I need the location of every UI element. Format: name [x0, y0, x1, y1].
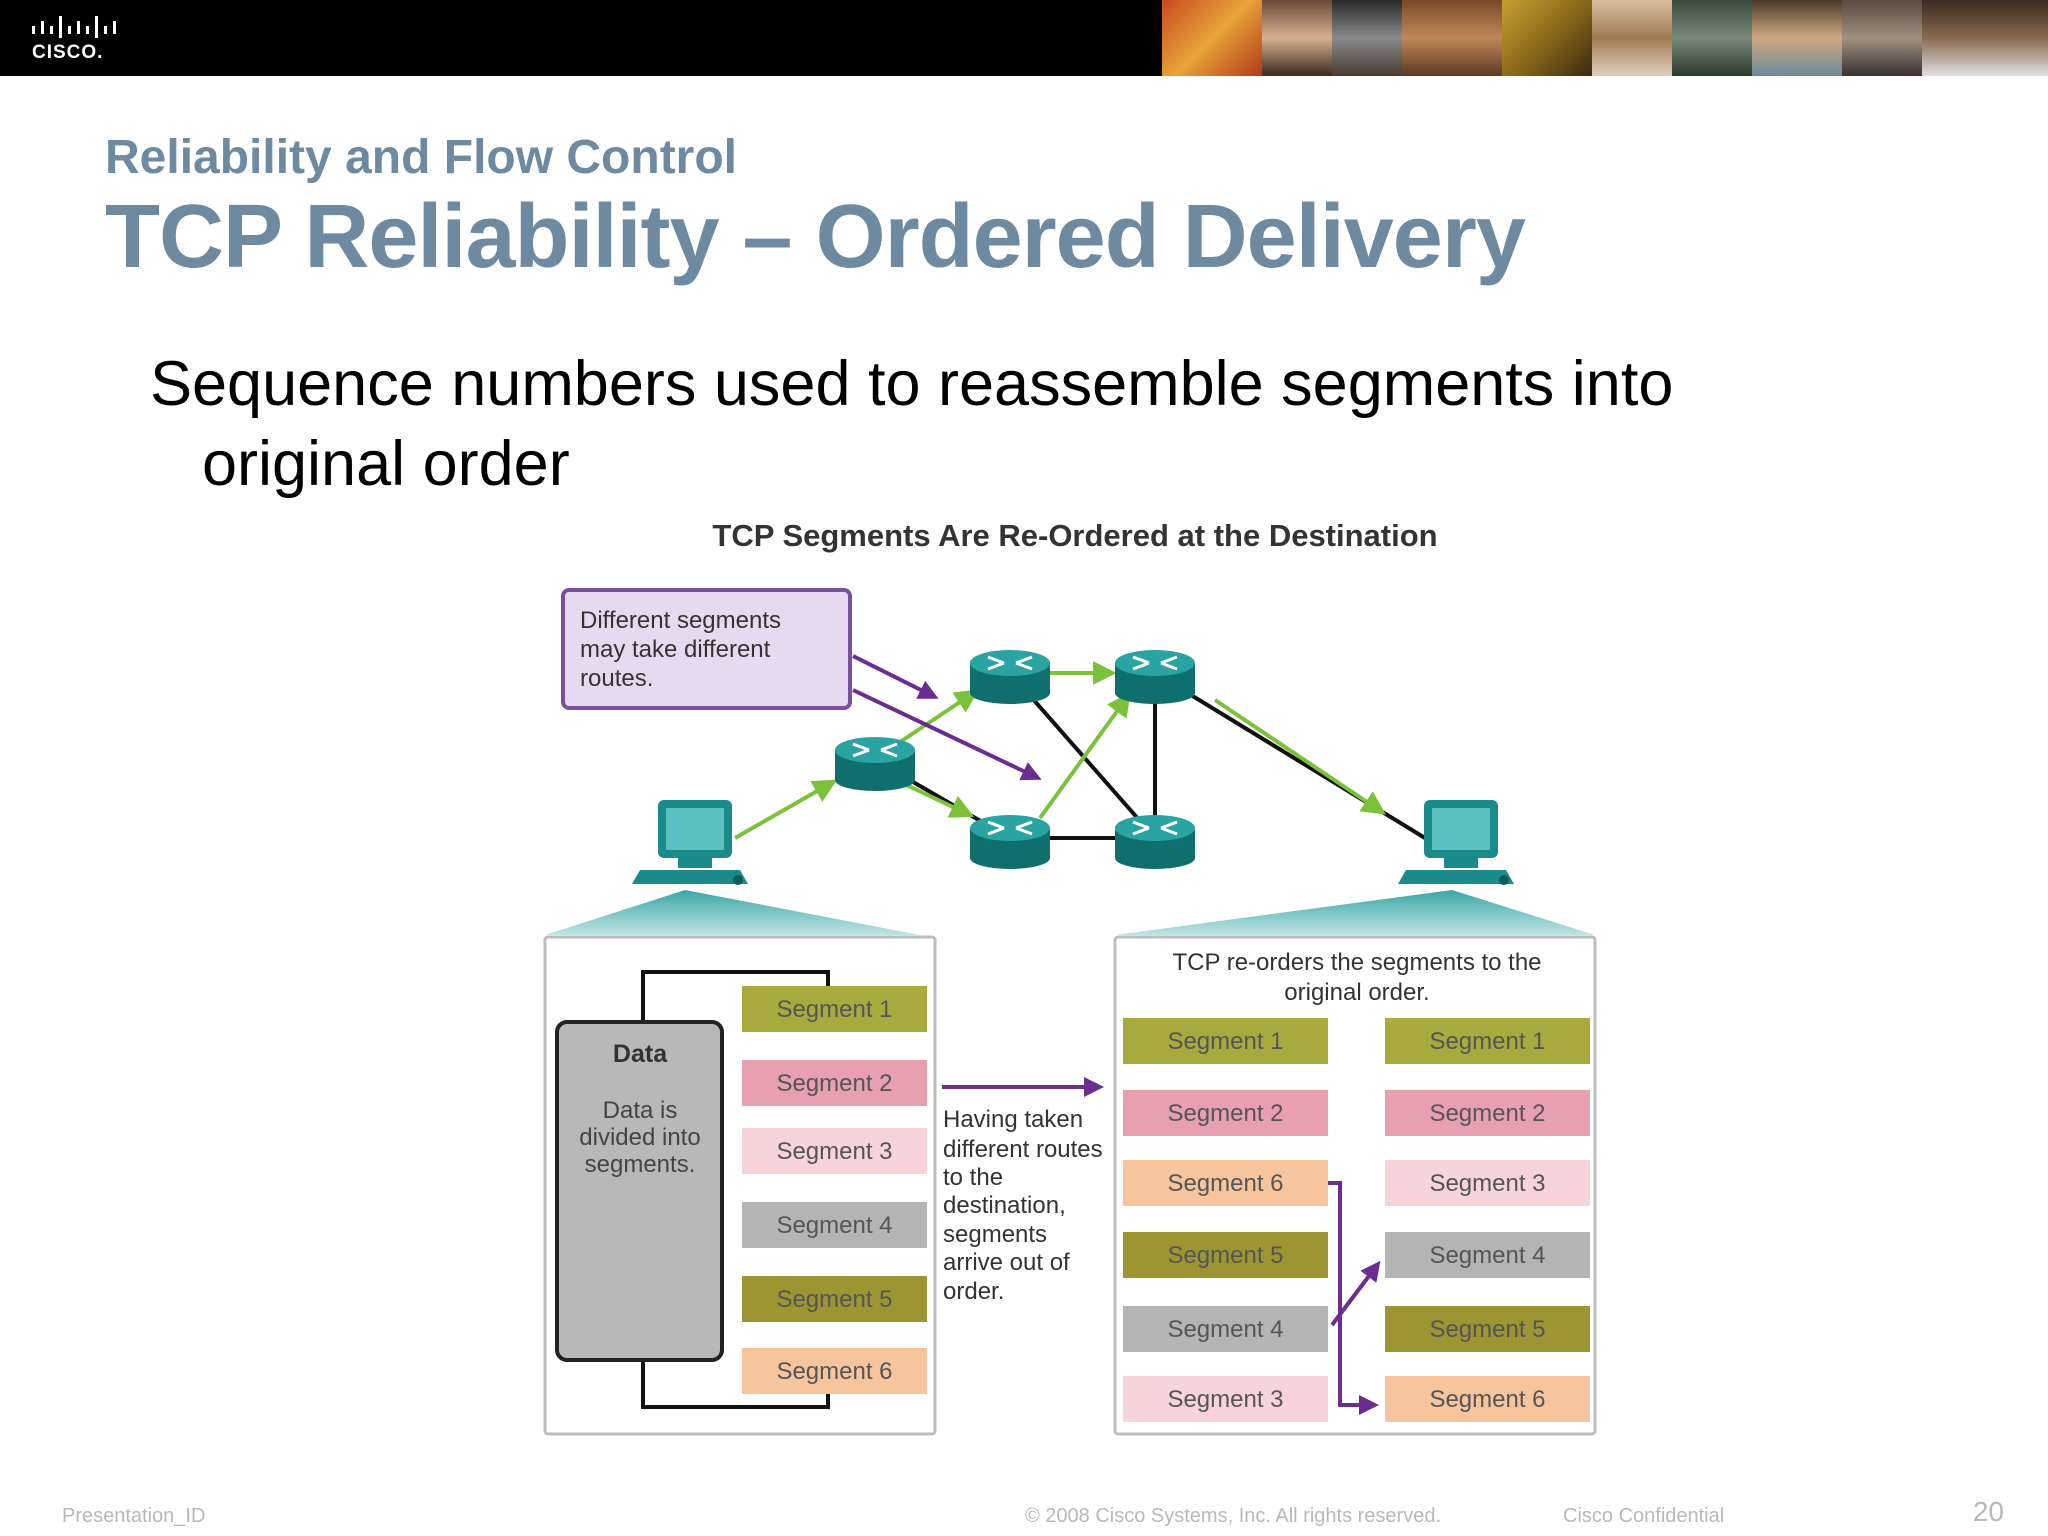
bullet-line-1: Sequence numbers used to reassemble segm…: [150, 349, 1674, 419]
reordered-segment-label: Segment 3: [1429, 1170, 1545, 1197]
source-computer-icon: [632, 800, 748, 885]
source-zoom-shape: [545, 890, 920, 935]
source-segment-box: [742, 1276, 927, 1322]
source-segment-box: [742, 1202, 927, 1248]
source-segment-box: [742, 1128, 927, 1174]
bullet-text: Sequence numbers used to reassemble segm…: [150, 344, 1850, 504]
source-segment-label: Segment 3: [776, 1138, 892, 1165]
source-bracket: [641, 970, 830, 1409]
slide-title: TCP Reliability – Ordered Delivery: [105, 187, 1526, 287]
received-segment-label: Segment 3: [1167, 1386, 1283, 1413]
reordered-segment-label: Segment 5: [1429, 1316, 1545, 1343]
destination-zoom-shape: [1115, 890, 1595, 935]
received-segment-label: Segment 4: [1167, 1316, 1283, 1343]
reordered-segment-box: [1385, 1160, 1590, 1206]
banner-photo-strip: [1162, 0, 2048, 76]
source-segment-label: Segment 1: [776, 996, 892, 1023]
data-desc-line-1: Data is: [603, 1097, 678, 1124]
source-segment-label: Segment 5: [776, 1286, 892, 1313]
reordered-segment-box: [1385, 1018, 1590, 1064]
transit-note-line-2: different routes: [943, 1136, 1103, 1163]
source-segments: Segment 1 Segment 2 Segment 3 Segment 4 Segm…: [742, 986, 927, 1394]
dest-heading-line-2: original order.: [1284, 979, 1429, 1006]
transit-note-line-3: to the: [943, 1164, 1003, 1191]
router-icon: [970, 650, 1050, 704]
received-segment-box: [1123, 1376, 1328, 1422]
reordered-segment-box: [1385, 1090, 1590, 1136]
received-segment-box: [1123, 1232, 1328, 1278]
callout-arrows: [852, 654, 1042, 781]
received-segment-label: Segment 6: [1167, 1170, 1283, 1197]
data-desc-line-2: divided into: [579, 1124, 700, 1151]
received-segments: Segment 1 Segment 2 Segment 6 Segment 5 Segm…: [1123, 1018, 1328, 1422]
reordered-segment-label: Segment 4: [1429, 1242, 1545, 1269]
cisco-logo: CISCO.: [28, 14, 128, 64]
callout-line-2: may take different: [580, 636, 771, 663]
segment-path-arrows: [734, 661, 1386, 840]
bullet-line-2: original order: [202, 429, 570, 499]
source-segment-box: [742, 1348, 927, 1394]
source-segment-box: [742, 1060, 927, 1106]
router-icon: [835, 737, 915, 791]
data-block: [555, 1020, 724, 1362]
reordered-segment-box: [1385, 1376, 1590, 1422]
routers: [835, 650, 1195, 869]
reordered-segment-label: Segment 2: [1429, 1100, 1545, 1127]
reordered-segment-box: [1385, 1232, 1590, 1278]
received-segment-label: Segment 5: [1167, 1242, 1283, 1269]
callout-box: [561, 588, 852, 710]
transit-note-line-6: arrive out of: [943, 1249, 1070, 1276]
received-segment-box: [1123, 1018, 1328, 1064]
received-segment-box: [1123, 1090, 1328, 1136]
router-icon: [970, 815, 1050, 869]
footer-copyright: © 2008 Cisco Systems, Inc. All rights re…: [1025, 1505, 1442, 1527]
reordered-segment-label: Segment 6: [1429, 1386, 1545, 1413]
source-segment-label: Segment 4: [776, 1212, 892, 1239]
received-segment-label: Segment 1: [1167, 1028, 1283, 1055]
source-segment-label: Segment 2: [776, 1070, 892, 1097]
reordered-segment-box: [1385, 1306, 1590, 1352]
footer-confidential: Cisco Confidential: [1563, 1505, 1725, 1527]
reorder-arrows: [1328, 1181, 1381, 1415]
data-desc-line-3: segments.: [585, 1151, 696, 1178]
slide-subtitle: Reliability and Flow Control: [105, 131, 738, 184]
data-label: Data: [613, 1040, 668, 1068]
transit-note-line-7: order.: [943, 1278, 1004, 1305]
received-segment-box: [1123, 1160, 1328, 1206]
transit-note-line-5: segments: [943, 1221, 1047, 1248]
cisco-logo-icon: [32, 16, 116, 38]
received-segment-box: [1123, 1306, 1328, 1352]
page-number: 20: [1972, 1496, 2004, 1527]
diagram-title: TCP Segments Are Re-Ordered at the Desti…: [712, 518, 1438, 553]
dest-heading-line-1: TCP re-orders the segments to the: [1172, 949, 1541, 976]
destination-computer-icon: [1398, 800, 1514, 885]
reordered-segments: Segment 1 Segment 2 Segment 3 Segment 4 Segm…: [1385, 1018, 1590, 1422]
received-segment-label: Segment 2: [1167, 1100, 1283, 1127]
router-icon: [1115, 650, 1195, 704]
top-banner: CISCO.: [0, 0, 2048, 76]
callout-line-3: routes.: [580, 665, 653, 692]
transit-note-line-4: destination,: [943, 1192, 1066, 1219]
cisco-logo-text: CISCO.: [32, 42, 104, 63]
source-segment-label: Segment 6: [776, 1358, 892, 1385]
source-segment-box: [742, 986, 927, 1032]
footer-presentation-id: Presentation_ID: [62, 1505, 206, 1527]
router-icon: [1115, 815, 1195, 869]
transit-note-line-1: Having taken: [943, 1106, 1083, 1133]
reordered-segment-label: Segment 1: [1429, 1028, 1545, 1055]
callout-line-1: Different segments: [580, 607, 781, 634]
